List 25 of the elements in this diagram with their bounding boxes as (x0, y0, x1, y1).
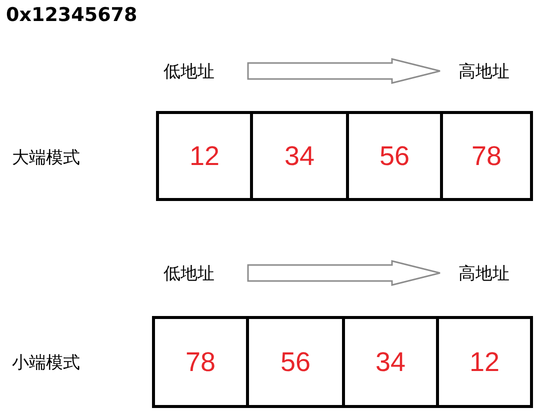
byte-value: 56 (379, 140, 410, 172)
memory-cell (156, 111, 253, 201)
memory-cell (152, 316, 249, 408)
hollow-arrow (247, 58, 441, 84)
address-label: 低地址 (164, 262, 214, 284)
mode-label: 小端模式 (12, 352, 80, 374)
address-label: 高地址 (458, 60, 510, 82)
memory-cell (250, 111, 349, 201)
memory-cell (436, 316, 533, 408)
hollow-arrow (247, 260, 441, 286)
memory-cell (346, 111, 443, 201)
title: 0x12345678 (6, 4, 138, 26)
byte-value: 56 (280, 346, 311, 378)
byte-value: 12 (189, 140, 220, 172)
byte-value: 34 (284, 140, 315, 172)
memory-cell (342, 316, 439, 408)
byte-value: 12 (469, 346, 500, 378)
byte-value: 78 (471, 140, 502, 172)
address-label: 低地址 (164, 60, 214, 82)
address-label: 高地址 (458, 262, 510, 284)
mode-label: 大端模式 (12, 147, 80, 169)
byte-value: 34 (375, 346, 406, 378)
memory-cell (246, 316, 345, 408)
memory-cell (440, 111, 533, 201)
byte-value: 78 (185, 346, 216, 378)
